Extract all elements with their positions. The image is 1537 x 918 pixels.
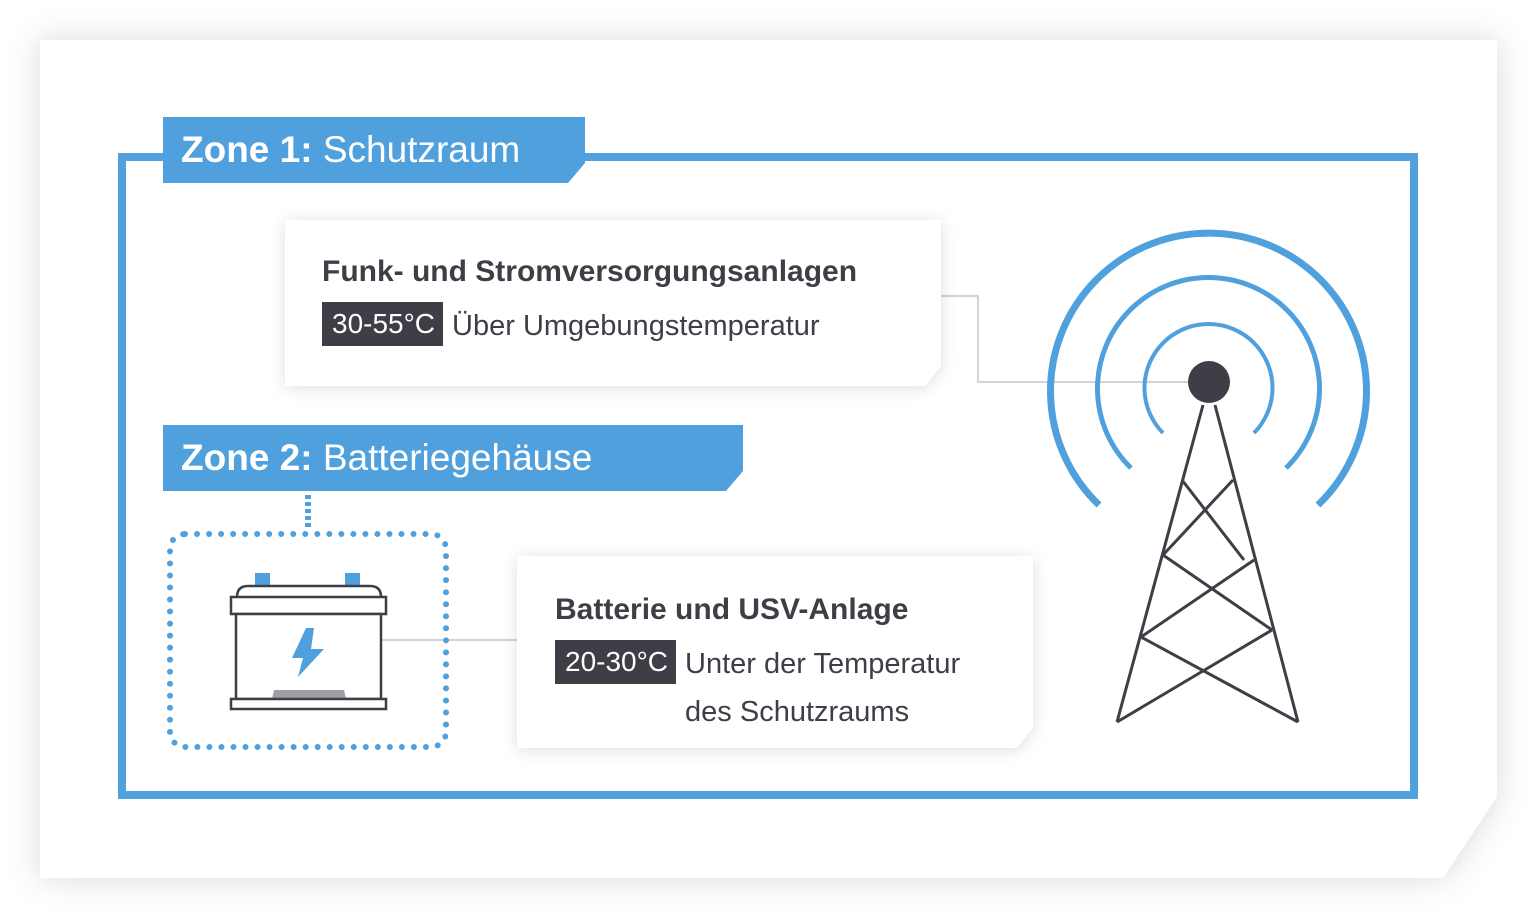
signal-arc-large	[1047, 229, 1370, 508]
info-card-title: Batterie und USV-Anlage	[555, 593, 909, 626]
info-card-description: Über Umgebungstemperatur	[452, 310, 820, 342]
temperature-badge: 30-55°C	[322, 302, 444, 346]
battery-enclosure	[167, 531, 449, 750]
signal-arc-small	[1142, 321, 1275, 435]
temperature-badge: 20-30°C	[555, 640, 677, 684]
zone-1-tag: Zone 1: Schutzraum	[163, 117, 585, 183]
zone-2-tag: Zone 2: Batteriegehäuse	[163, 425, 743, 491]
info-card-battery: Batterie und USV-Anlage 20-30°C Unter de…	[517, 556, 1033, 748]
zone-1-label-bold: Zone 1:	[181, 129, 313, 170]
zone-1-label: Schutzraum	[322, 129, 521, 170]
zone-2-label-bold: Zone 2:	[181, 437, 313, 478]
lightning-bolt-icon	[292, 628, 324, 677]
zone-1-frame	[118, 153, 1418, 799]
signal-arc-medium	[1095, 275, 1322, 470]
antenna-dot	[1188, 361, 1230, 403]
info-card-description: Unter der Temperatur des Schutzraums	[685, 648, 961, 728]
info-card-title: Funk- und Stromversorgungsanlagen	[322, 255, 858, 288]
info-card-radio: Funk- und Stromversorgungsanlagen 30-55°…	[285, 220, 941, 386]
zone-2-label: Batteriegehäuse	[322, 437, 593, 478]
